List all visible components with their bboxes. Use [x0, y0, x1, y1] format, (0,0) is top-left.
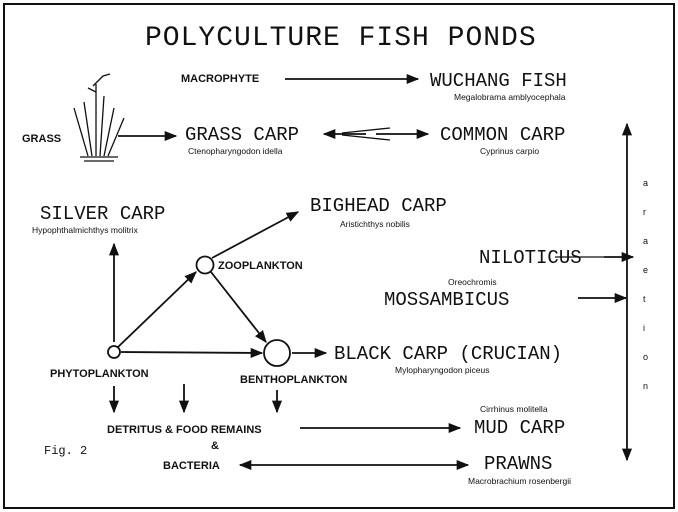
aeration-letter: a [643, 178, 648, 188]
mud-carp-latin: Cirrhinus molitella [480, 404, 548, 414]
arrow-phyto-to-zoo [118, 272, 196, 347]
diagram-title: POLYCULTURE FISH PONDS [145, 23, 537, 54]
benthoplankton-label: BENTHOPLANKTON [240, 374, 347, 386]
prawns-latin: Macrobrachium rosenbergii [468, 476, 571, 486]
common-carp-name: COMMON CARP [440, 124, 565, 146]
mossambicus-name: MOSSAMBICUS [384, 289, 509, 311]
grass-label: GRASS [22, 133, 61, 145]
benthoplankton-node [264, 340, 290, 366]
arrow-phyto-to-bentho [121, 352, 262, 353]
zooplankton-label: ZOOPLANKTON [218, 260, 303, 272]
zooplankton-node [197, 257, 214, 274]
black-carp-name: BLACK CARP (CRUCIAN) [334, 343, 562, 365]
macrophyte-label: MACROPHYTE [181, 73, 259, 85]
ampersand-label: & [211, 440, 219, 452]
arrow-zooplankton-to-bighead [212, 212, 298, 258]
detritus-label: DETRITUS & FOOD REMAINS [107, 424, 262, 436]
aeration-letter: a [643, 236, 648, 246]
bighead-carp-name: BIGHEAD CARP [310, 195, 447, 217]
niloticus-struck-text: ICUS [536, 247, 582, 269]
arrow-grass-carp-common-carp [324, 128, 428, 140]
oreochromis-latin: Oreochromis [448, 277, 497, 287]
phytoplankton-node [108, 346, 120, 358]
wuchang-fish-name: WUCHANG FISH [430, 70, 567, 92]
bacteria-label: BACTERIA [163, 460, 220, 472]
bighead-carp-latin: Aristichthys nobilis [340, 219, 410, 229]
niloticus-name: NILOTICUS [479, 247, 582, 269]
silver-carp-latin: Hypophthalmichthys molitrix [32, 225, 139, 235]
aeration-side-label: a r a e t i o n [643, 178, 648, 391]
grass-plant-icon [74, 74, 124, 161]
aeration-letter: n [643, 381, 648, 391]
grass-carp-latin: Ctenopharyngodon idella [188, 146, 283, 156]
aeration-letter: e [643, 265, 648, 275]
wuchang-fish-latin: Megalobrama amblyocephala [454, 92, 566, 102]
aeration-letter: r [643, 207, 646, 217]
figure-label: Fig. 2 [44, 444, 87, 458]
silver-carp-name: SILVER CARP [40, 203, 165, 225]
prawns-name: PRAWNS [484, 453, 552, 475]
black-carp-latin: Mylopharyngodon piceus [395, 365, 490, 375]
common-carp-latin: Cyprinus carpio [480, 146, 539, 156]
mud-carp-name: MUD CARP [474, 417, 565, 439]
grass-carp-name: GRASS CARP [185, 124, 299, 146]
aeration-letter: o [643, 352, 648, 362]
phytoplankton-label: PHYTOPLANKTON [50, 368, 149, 380]
aeration-letter: t [643, 294, 646, 304]
arrow-zoo-to-bentho [211, 272, 266, 342]
aeration-letter: i [643, 323, 645, 333]
